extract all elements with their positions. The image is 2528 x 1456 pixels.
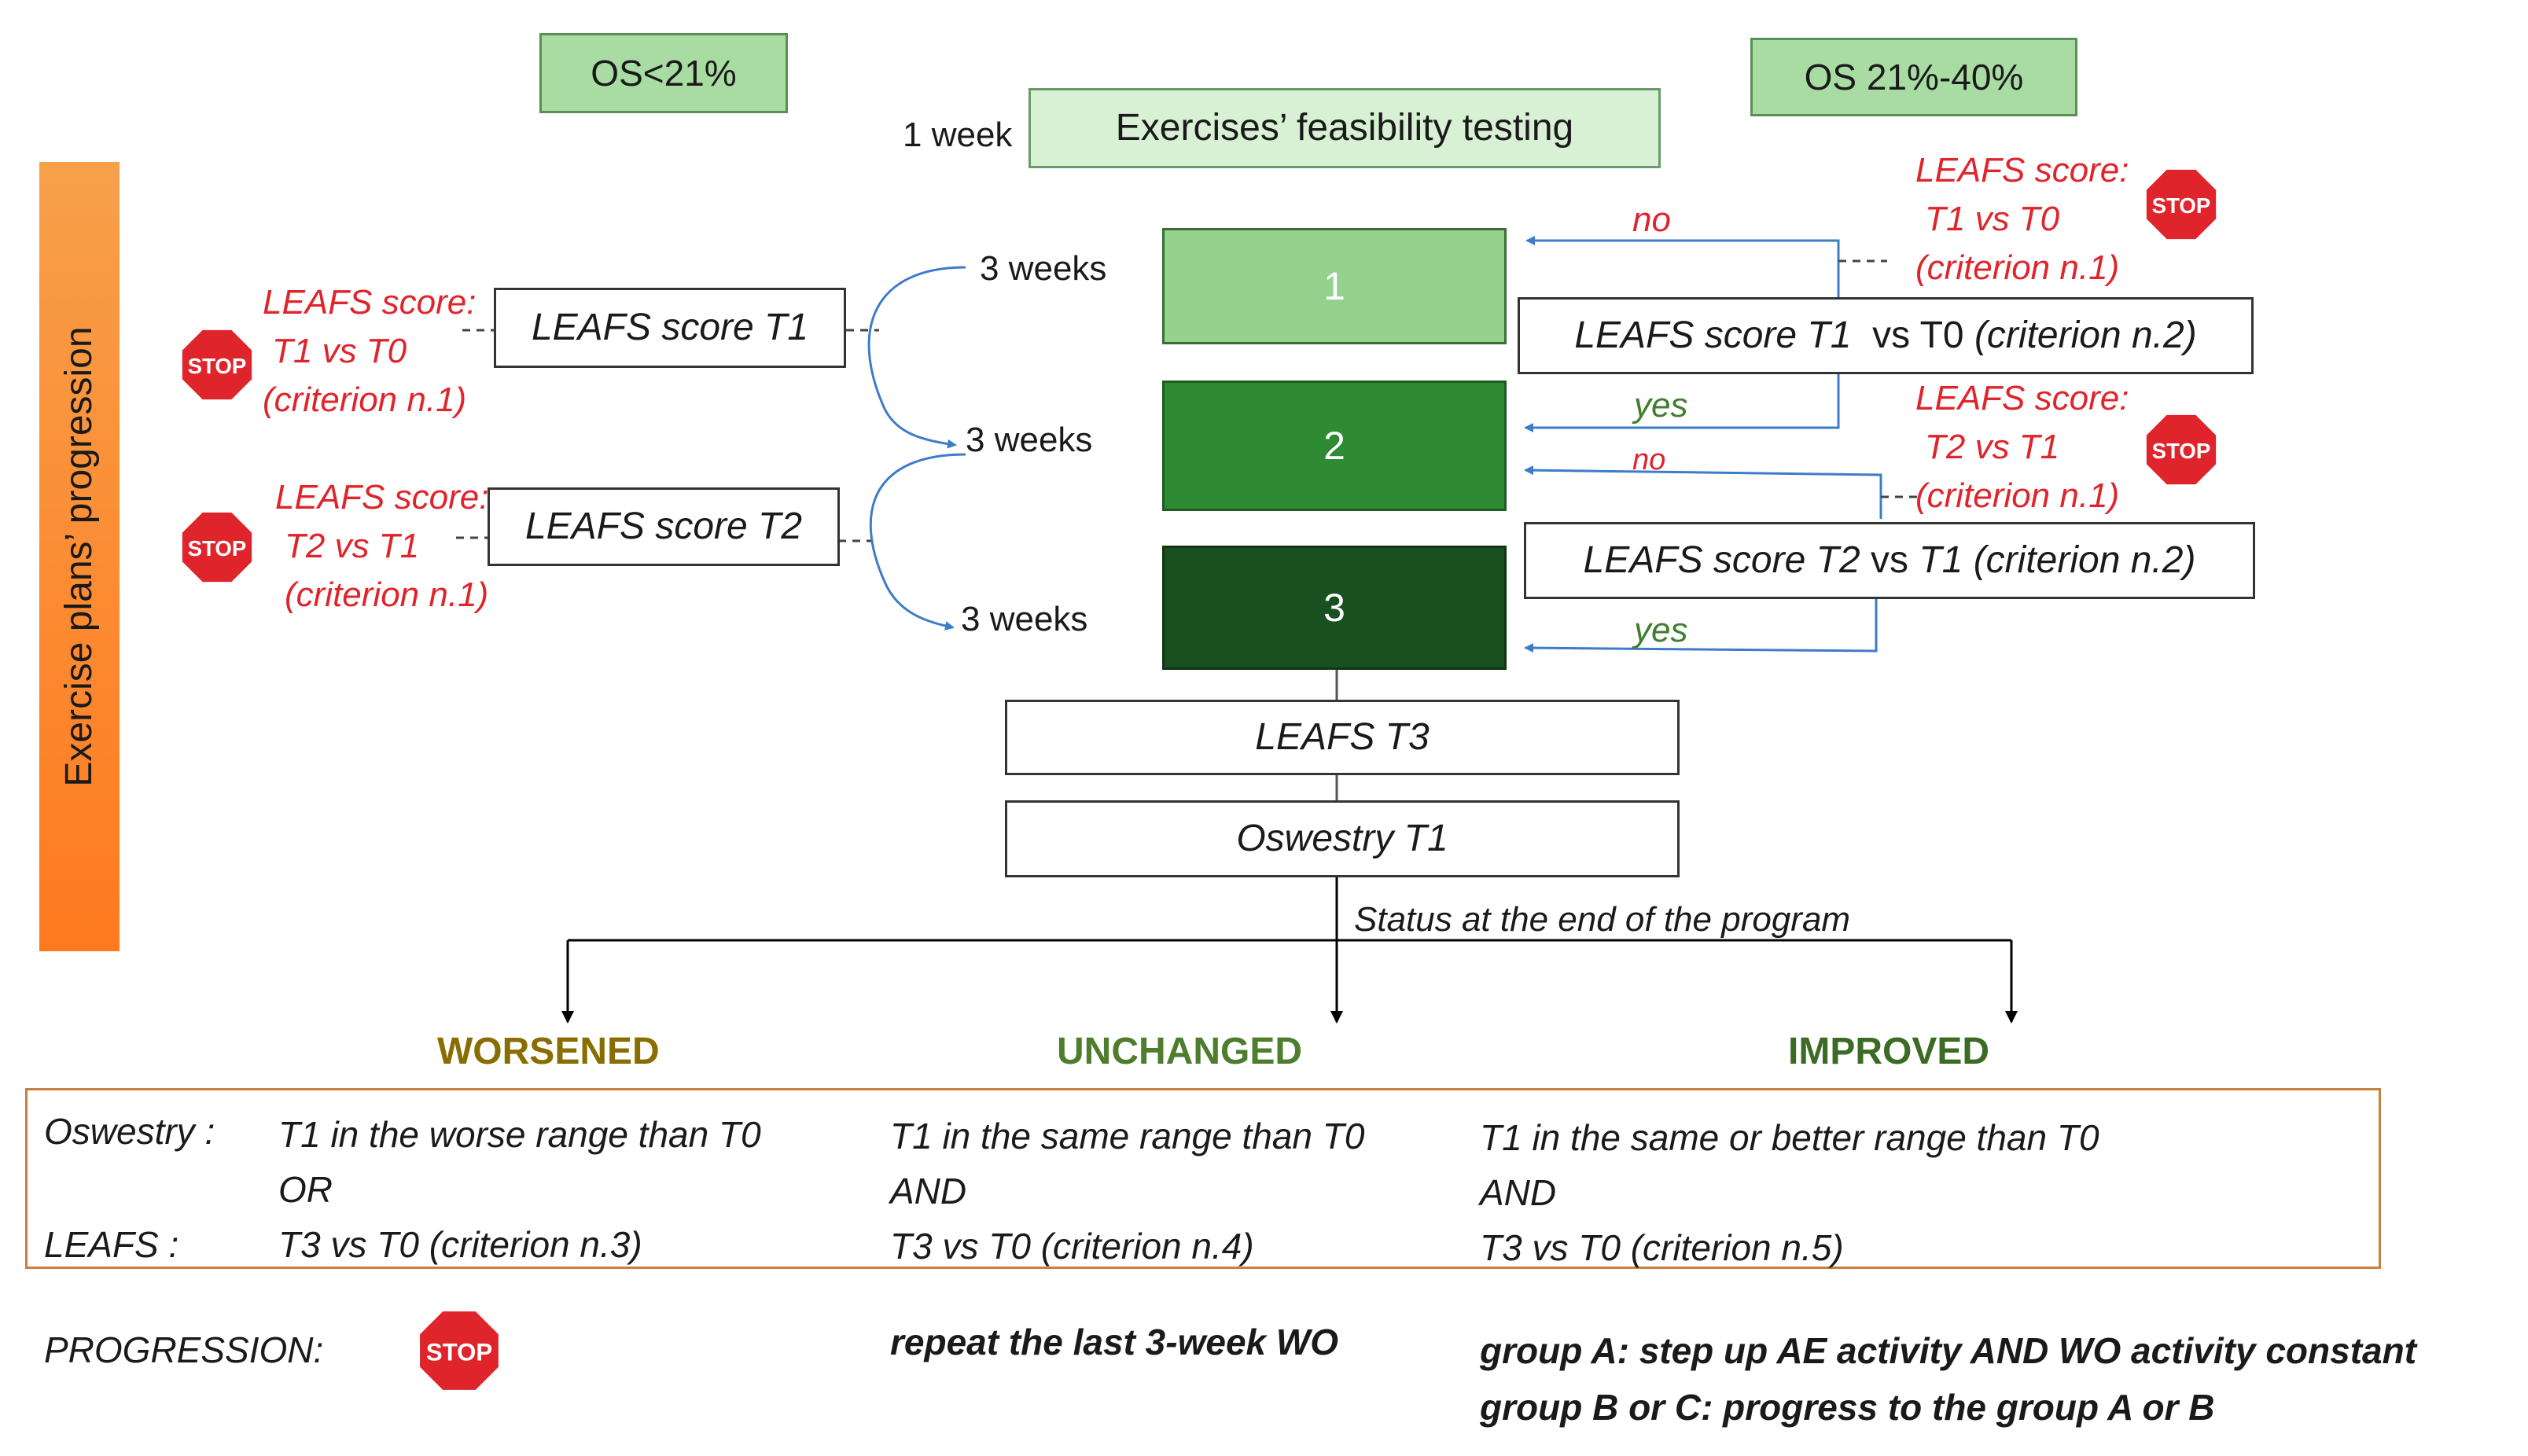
arrow-no-2 (1524, 465, 1882, 519)
no-label-2: no (1632, 443, 1666, 476)
left-check-box-2: LEAFS score T2 (488, 487, 840, 566)
worsened-line1: T1 in the worse range than T0 (278, 1114, 761, 1155)
sidebar-label: Exercise plans’ progression (58, 326, 100, 787)
outcome-table (25, 1088, 2381, 1269)
left-crit-1-cmp: T1 vs T0 (272, 332, 407, 370)
yes-label-2: yes (1634, 611, 1688, 649)
arrow-yes-2 (1524, 599, 1878, 653)
unchanged-line1: T1 in the same range than T0 (890, 1116, 1365, 1156)
level-box-2: 2 (1162, 381, 1507, 511)
left-crit-2-cmp: T2 vs T1 (285, 527, 420, 565)
table-label-oswestry: Oswestry : (44, 1111, 215, 1152)
arrow-no-1 (1525, 236, 1840, 245)
right-check-box-1: LEAFS score T1 vs T0 (criterion n.2) (1518, 297, 2254, 374)
right-crit-2-title: LEAFS score: (1915, 379, 2129, 417)
duration-1: 3 weeks (980, 249, 1107, 288)
level-box-3: 3 (1162, 546, 1507, 670)
svg-text:STOP: STOP (2152, 439, 2211, 463)
stop-sign-icon: STOP (182, 512, 252, 583)
right-crit-1: LEAFS score: T1 vs T0 (criterion n.1) (1915, 146, 2129, 292)
level-box-1: 1 (1162, 228, 1507, 344)
duration-2: 3 weeks (966, 421, 1093, 459)
outcome-title-worsened: WORSENED (437, 1031, 660, 1072)
right-check-1-vs: vs T0 (1872, 314, 1964, 356)
outcome-title-improved: IMPROVED (1788, 1031, 1990, 1072)
left-crit-2-num: (criterion n.1) (285, 575, 489, 614)
svg-text:STOP: STOP (2152, 193, 2211, 218)
right-check-1-post: (criterion n.2) (1974, 314, 2197, 356)
stop-sign-icon: STOP (2146, 169, 2217, 240)
leafs-t3-box: LEAFS T3 (1005, 700, 1680, 775)
group-header-os-21-40: OS 21%-40% (1750, 38, 2077, 116)
right-check-2-post: T1 (criterion n.2) (1919, 539, 2196, 581)
progression-improved: group A: step up AE activity AND WO acti… (1480, 1322, 2416, 1436)
left-crit-1-num: (criterion n.1) (263, 381, 467, 419)
worsened-line2: OR (278, 1169, 333, 1210)
yes-label-1: yes (1634, 386, 1688, 425)
status-label: Status at the end of the program (1354, 900, 1851, 939)
stop-sign-icon: STOP (2146, 414, 2217, 485)
worsened-line3: T3 vs T0 (criterion n.3) (278, 1224, 642, 1265)
stop-sign-icon: STOP (182, 329, 252, 400)
right-crit-1-title: LEAFS score: (1915, 151, 2129, 189)
progression-unchanged: repeat the last 3-week WO (890, 1322, 1339, 1362)
right-crit-2-num: (criterion n.1) (1915, 476, 2120, 515)
unchanged-line2: AND (890, 1171, 967, 1211)
group-header-os-lt-21: OS<21% (539, 33, 788, 113)
right-check-2-vs: vs (1871, 539, 1908, 581)
no-label-1: no (1632, 200, 1671, 239)
outcome-cell-unchanged: T1 in the same range than T0 AND T3 vs T… (890, 1109, 1364, 1274)
svg-text:STOP: STOP (426, 1338, 492, 1366)
right-check-1-pre: LEAFS score T1 (1574, 314, 1852, 356)
arrow-yes-1 (1524, 374, 1840, 432)
right-check-2-pre: LEAFS score T2 (1583, 539, 1860, 581)
progression-improved-line2: group B or C: progress to the group A or… (1480, 1387, 2215, 1428)
outcome-cell-improved: T1 in the same or better range than T0 A… (1480, 1110, 2099, 1275)
svg-text:STOP: STOP (188, 536, 247, 561)
duration-3: 3 weeks (961, 600, 1088, 638)
feasibility-duration: 1 week (903, 116, 1013, 154)
feasibility-box: Exercises’ feasibility testing (1028, 88, 1661, 168)
progression-improved-line1: group A: step up AE activity AND WO acti… (1480, 1330, 2417, 1371)
left-crit-2-title: LEAFS score: (275, 478, 489, 517)
sidebar-bar (39, 162, 120, 951)
stop-sign-icon: STOP (420, 1311, 499, 1390)
unchanged-line3: T3 vs T0 (criterion n.4) (890, 1226, 1254, 1267)
right-crit-2: LEAFS score: T2 vs T1 (criterion n.1) (1915, 374, 2129, 520)
progression-label: PROGRESSION: (44, 1329, 324, 1370)
oswestry-t1-box: Oswestry T1 (1005, 800, 1680, 877)
svg-text:STOP: STOP (188, 354, 247, 378)
improved-line2: AND (1480, 1172, 1557, 1213)
outcome-cell-worsened: T1 in the worse range than T0 OR T3 vs T… (278, 1107, 761, 1272)
right-crit-1-num: (criterion n.1) (1915, 248, 2120, 287)
right-crit-1-cmp: T1 vs T0 (1925, 200, 2060, 238)
timeline-curve-1 (867, 266, 966, 449)
left-crit-1-title: LEAFS score: (263, 283, 477, 322)
left-crit-2: LEAFS score: T2 vs T1 (criterion n.1) (275, 473, 488, 620)
outcome-title-unchanged: UNCHANGED (1057, 1031, 1302, 1072)
right-check-box-2: LEAFS score T2 vs T1 (criterion n.2) (1524, 522, 2255, 599)
table-label-leafs: LEAFS : (44, 1224, 179, 1265)
improved-line1: T1 in the same or better range than T0 (1480, 1117, 2099, 1158)
right-crit-2-cmp: T2 vs T1 (1925, 428, 2060, 466)
left-check-box-1: LEAFS score T1 (494, 288, 846, 368)
left-crit-1: LEAFS score: T1 vs T0 (criterion n.1) (263, 278, 476, 425)
improved-line3: T3 vs T0 (criterion n.5) (1480, 1227, 1844, 1268)
timeline-curve-2 (869, 453, 966, 631)
